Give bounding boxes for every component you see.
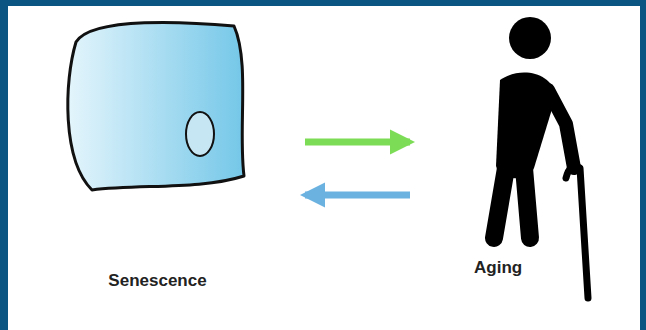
node-label: Senescence bbox=[60, 271, 255, 291]
cell-node: Senescence bbox=[60, 15, 255, 307]
cell-shape bbox=[60, 15, 255, 307]
node-label: Aging bbox=[474, 258, 522, 278]
arrow-connector bbox=[305, 192, 410, 199]
cell-nucleus bbox=[186, 112, 214, 156]
figure-node: Aging bbox=[460, 12, 610, 307]
cell-outline bbox=[68, 22, 244, 190]
cane bbox=[566, 166, 588, 298]
elderly-figure bbox=[494, 17, 588, 298]
arrow-connector bbox=[305, 139, 410, 146]
